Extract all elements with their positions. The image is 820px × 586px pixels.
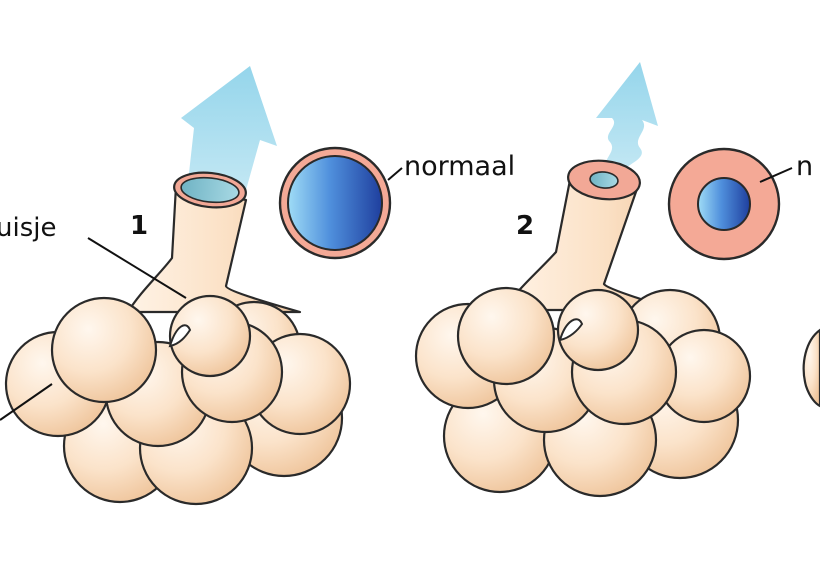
- alveolus-partial-right: [802, 328, 820, 408]
- panel-1: uisje 1 normaal: [0, 66, 515, 506]
- airway-tube: [126, 184, 302, 314]
- leader-right: [759, 167, 793, 183]
- tube-opening-lumen-2: [589, 171, 619, 189]
- leader-uisje: [87, 237, 187, 299]
- panel-1-number: 1: [130, 211, 148, 241]
- label-uisje: uisje: [0, 213, 56, 243]
- junction-fold: [168, 324, 192, 348]
- panel-2: 2 n: [414, 62, 813, 498]
- panel-2-number: 2: [516, 211, 534, 241]
- cross-section-narrowed: [667, 147, 781, 261]
- leader-normaal: [387, 167, 403, 181]
- junction-fold-2: [558, 318, 584, 342]
- cross-section-normal: [278, 146, 392, 260]
- label-right-partial: n: [796, 151, 813, 182]
- airflow-arrow-large: [181, 66, 277, 190]
- alveoli-cluster-1: [4, 294, 352, 506]
- label-normaal: normaal: [404, 151, 515, 182]
- alveoli-cluster-2: [414, 286, 752, 498]
- tube-opening-lumen: [180, 176, 240, 204]
- airflow-arrow-small: [596, 62, 658, 170]
- leader-left-edge: [0, 383, 53, 421]
